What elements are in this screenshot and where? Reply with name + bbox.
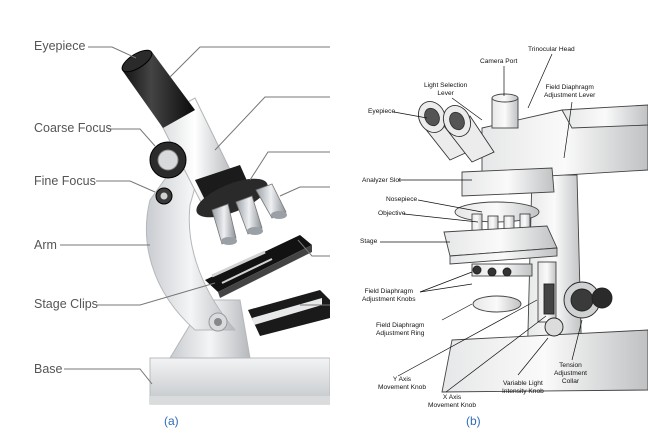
simple-microscope-illustration xyxy=(60,46,330,405)
label-y-axis-movement-knob: Y Axis Movement Knob xyxy=(378,376,427,391)
stage-edge xyxy=(218,245,312,298)
label-eyepiece: Eyepiece xyxy=(34,39,86,53)
label-camera-port: Camera Port xyxy=(480,58,518,65)
pivot-screw-center xyxy=(214,318,222,326)
objective-2 xyxy=(235,195,263,235)
label-x-axis-movement-knob: X Axis Movement Knob xyxy=(428,394,477,409)
label-field-diaphragm-adjustment-lever: Field Diaphragm Adjustment Lever xyxy=(544,84,596,99)
label-objective: Objective xyxy=(378,210,406,217)
microscope-body-group xyxy=(441,93,648,393)
label-light-selection-lever: Light Selection Lever xyxy=(424,82,468,97)
label-arm: Arm xyxy=(34,238,57,252)
camera-port-shape xyxy=(491,97,519,129)
label-analyzer-slot: Analyzer Slot xyxy=(362,177,401,184)
label-coarse-focus: Coarse Focus xyxy=(34,121,112,135)
base-bottom-edge xyxy=(150,396,330,404)
coarse-focus-knob-cap xyxy=(157,149,179,171)
objective-2-tip xyxy=(247,227,263,235)
nosepiece xyxy=(196,178,268,218)
stage-clip-1 xyxy=(211,250,266,278)
label-eyepiece-b: Eyepiece xyxy=(368,108,396,115)
label-nosepiece: Nosepiece xyxy=(386,196,418,203)
label-stage-clips: Stage Clips xyxy=(34,297,98,311)
caption-a: (a) xyxy=(164,414,179,428)
knobs-group xyxy=(472,265,613,337)
stage-plate xyxy=(205,235,312,292)
label-trinocular-head: Trinocular Head xyxy=(528,46,575,53)
eyepiece-top xyxy=(121,49,153,73)
objective-1 xyxy=(211,203,237,245)
eyepiece-shape xyxy=(122,52,195,128)
caption-b: (b) xyxy=(466,414,481,428)
camera-port-top xyxy=(491,93,519,103)
objective-3-tip xyxy=(271,211,287,219)
panel-b-trinocular-microscope: Camera Port Trinocular Head Light Select… xyxy=(332,0,648,412)
eyepieces-group xyxy=(417,101,495,163)
upper-arm xyxy=(561,104,648,129)
label-fine-focus: Fine Focus xyxy=(34,174,96,188)
label-stage-b: Stage xyxy=(360,238,378,245)
stage-clip-2 xyxy=(221,258,273,284)
arm-shape xyxy=(145,164,237,331)
analyzer-slot-block xyxy=(461,167,555,197)
panel-b-leader-lines xyxy=(380,53,583,393)
condenser-shape xyxy=(471,263,533,277)
label-tension-adjustment-collar: Tension Adjustment Collar xyxy=(554,362,587,385)
field-diaphragm-ring-shape xyxy=(472,295,522,313)
panel-a-simple-microscope: Eyepiece Coarse Focus Fine Focus Arm Sta… xyxy=(0,0,330,412)
base-shape xyxy=(149,357,330,405)
objective-1-tip xyxy=(221,237,237,245)
label-field-diaphragm-adjustment-ring: Field Diaphragm Adjustment Ring xyxy=(376,322,425,337)
base-block xyxy=(441,329,648,393)
panel-a-leader-lines xyxy=(60,46,330,385)
label-variable-light-intensity-knob: Variable Light Intensity Knob xyxy=(502,380,544,395)
label-field-diaphragm-adjustment-knobs: Field Diaphragm Adjustment Knobs xyxy=(362,288,416,303)
objective-3 xyxy=(255,183,287,219)
fine-focus-knob-cap xyxy=(160,192,168,200)
label-base: Base xyxy=(34,362,63,376)
trinocular-microscope-illustration xyxy=(380,53,648,393)
stage-edge-shape xyxy=(449,247,558,265)
